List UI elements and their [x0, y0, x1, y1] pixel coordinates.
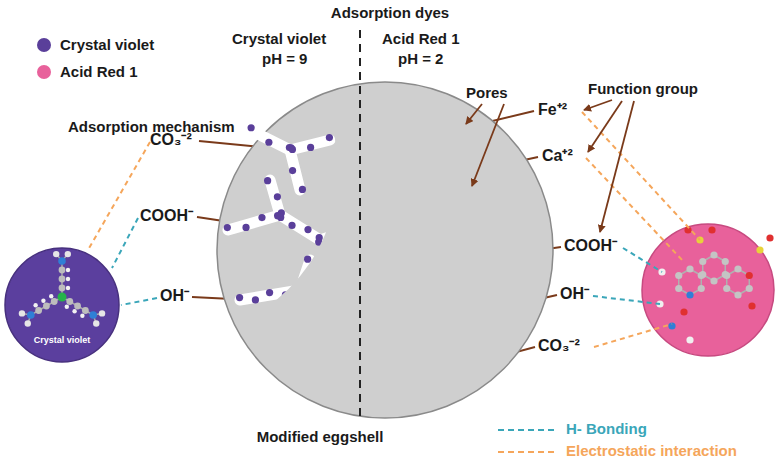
- legend-swatch: [37, 38, 51, 52]
- legend-line: [498, 451, 558, 453]
- heading-label: Function group: [588, 80, 698, 98]
- group-label: Ca⁺²: [542, 146, 573, 165]
- acid-red-molecule: [642, 224, 774, 356]
- pores-label: Pores: [466, 84, 508, 102]
- group-label: Fe⁺²: [538, 100, 567, 119]
- group-label: OH⁻: [560, 284, 589, 303]
- ph-label: pH = 9: [262, 50, 307, 68]
- group-label: OH⁻: [160, 286, 189, 305]
- ph-label: pH = 2: [398, 50, 443, 68]
- group-label: CO₃⁻²: [538, 336, 580, 355]
- dye-heading: Acid Red 1: [382, 30, 460, 48]
- group-label: CO₃⁻²: [150, 130, 192, 149]
- node-shape: [4, 247, 120, 363]
- node-text: Crystal violet: [34, 335, 91, 346]
- legend-swatch: [37, 65, 51, 79]
- legend-line: [498, 429, 558, 431]
- node-shape: [215, 80, 555, 420]
- legend-text: Electrostatic interaction: [566, 442, 737, 460]
- eggshell-circle: Modified eggshell: [215, 80, 555, 420]
- molecule-circle: Crystal violet: [4, 247, 120, 363]
- title: Adsorption dyes: [331, 4, 449, 22]
- group-label: COOH⁻: [564, 236, 617, 255]
- legend-text: Crystal violet: [60, 36, 154, 54]
- dye-heading: Crystal violet: [232, 30, 326, 48]
- legend-text: H- Bonding: [566, 420, 647, 438]
- group-label: COOH⁻: [140, 206, 193, 225]
- node-text: Modified eggshell: [257, 428, 384, 446]
- legend-text: Acid Red 1: [60, 63, 138, 81]
